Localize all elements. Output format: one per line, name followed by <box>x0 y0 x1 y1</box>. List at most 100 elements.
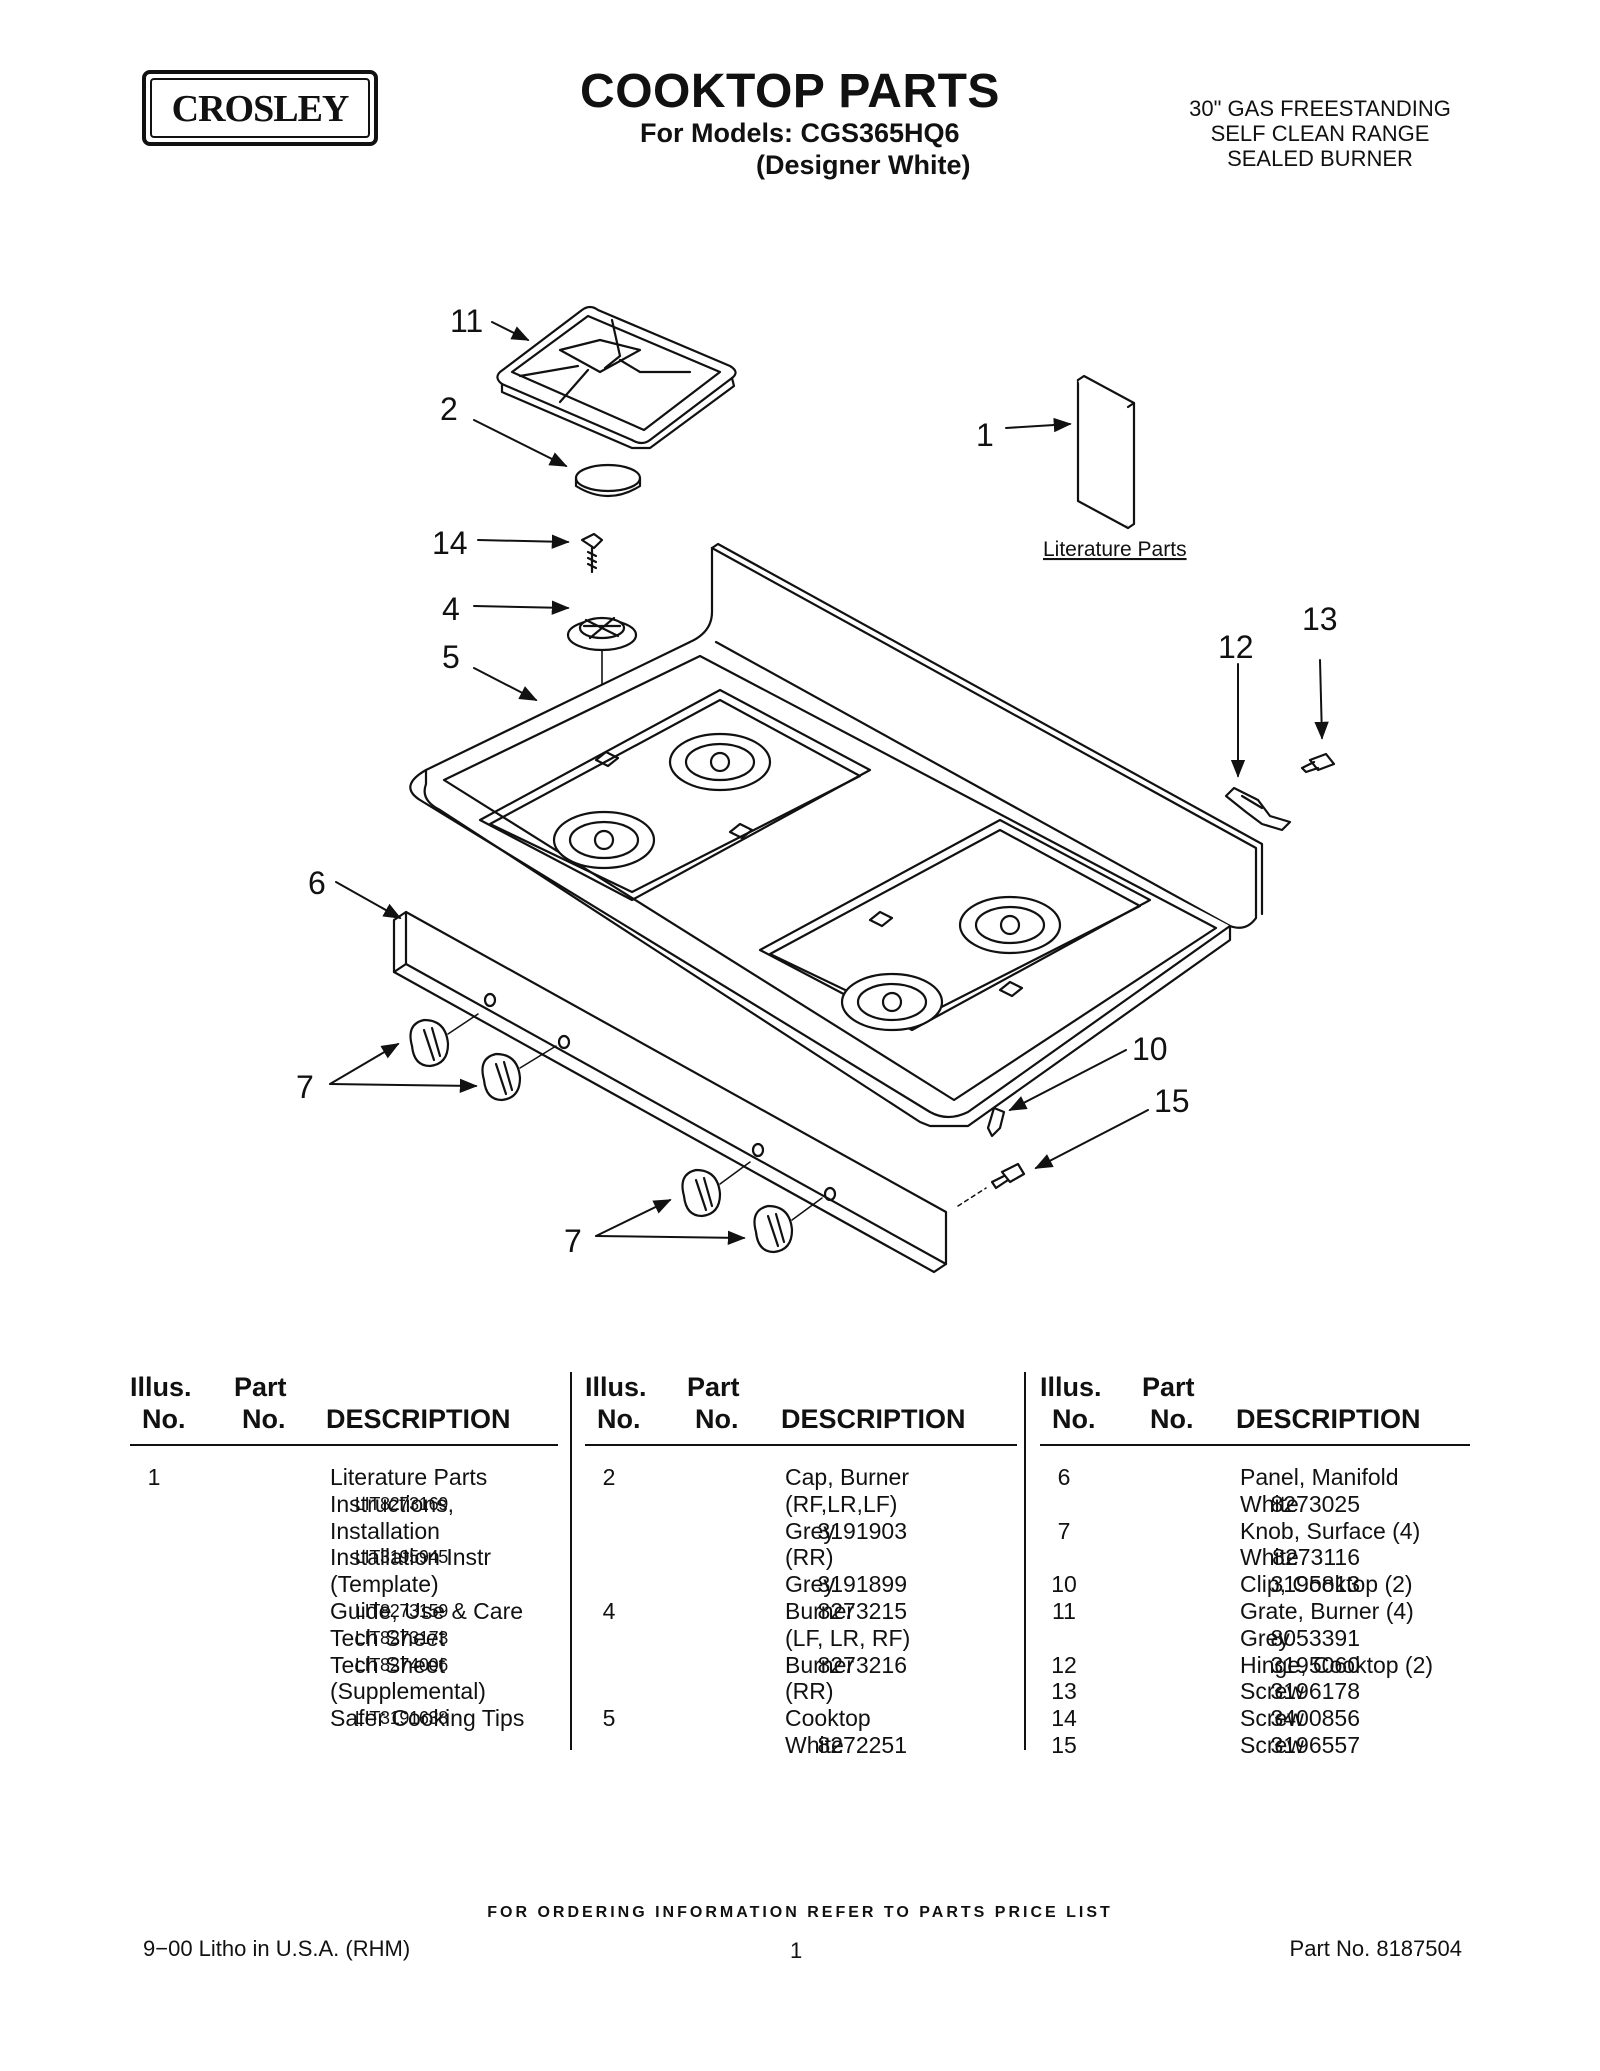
description-cell: Panel, Manifold <box>1240 1464 1399 1490</box>
header-illus: Illus. <box>1040 1372 1102 1402</box>
illus-no-cell: 11 <box>1052 1597 1076 1624</box>
description-cell: (LF, LR, RF) <box>785 1624 911 1651</box>
illus-no-cell: 15 <box>1051 1731 1077 1758</box>
header-part-no: No. <box>1150 1404 1194 1434</box>
part-no-cell: LIT8273159 <box>354 1600 448 1621</box>
table-row: (Supplemental) <box>130 1678 558 1705</box>
header-illus-no: No. <box>597 1404 641 1434</box>
parts-column-2: Illus. No. Part No. DESCRIPTION 2 Cap, Bu… <box>585 1372 1017 1759</box>
part-no-cell: 8273116 <box>1272 1544 1360 1571</box>
part-no-cell: 8273216 <box>817 1651 907 1678</box>
table-header: Illus. No. Part No. DESCRIPTION <box>1040 1372 1470 1446</box>
description-cell: Safer Cooking Tips <box>330 1705 525 1732</box>
part-no-cell: LIT8274006 <box>354 1654 448 1675</box>
callout-15: 15 <box>1154 1083 1190 1119</box>
part-no-cell: LIT8273173 <box>354 1627 448 1648</box>
ordering-note: FOR ORDERING INFORMATION REFER TO PARTS … <box>487 1904 1113 1921</box>
table-row: (RR) <box>585 1544 1017 1571</box>
header-description: DESCRIPTION <box>1236 1404 1421 1434</box>
burner-base-illustration <box>566 616 638 843</box>
callout-7: 7 <box>564 1223 582 1259</box>
description-cell: White <box>1240 1544 1299 1571</box>
part-no-cell: 3191899 <box>817 1571 907 1598</box>
illus-no-cell: 2 <box>602 1464 616 1490</box>
illus-no-cell: 10 <box>1051 1571 1077 1598</box>
part-no-cell: LIT3195945 <box>354 1547 448 1568</box>
column-divider <box>570 1372 572 1750</box>
illus-no-cell: 5 <box>602 1705 616 1732</box>
header-illus: Illus. <box>130 1372 192 1402</box>
part-no-cell: 8273215 <box>817 1597 907 1624</box>
header-part-no: No. <box>695 1404 739 1434</box>
clip-illustration <box>986 1106 1006 1138</box>
header-part: Part <box>234 1372 287 1402</box>
callout-2: 2 <box>440 391 458 427</box>
header-illus-no: No. <box>142 1404 186 1434</box>
description-cell: Grey <box>1240 1624 1290 1651</box>
header-illus-no: No. <box>1052 1404 1096 1434</box>
cooktop-illustration <box>409 542 1264 1128</box>
description-cell: Cap, Burner <box>785 1464 910 1490</box>
description-cell: Grey <box>785 1517 835 1544</box>
description-cell: Knob, Surface (4) <box>1240 1517 1421 1544</box>
part-no-cell: 3191903 <box>817 1517 907 1544</box>
screw-15-illustration <box>957 1162 1026 1207</box>
page-title: COOKTOP PARTS <box>580 65 1000 118</box>
description-cell: Screw <box>1240 1705 1304 1732</box>
column-divider <box>1024 1372 1026 1750</box>
table-row: (Template) <box>130 1571 558 1598</box>
callout-14: 14 <box>432 525 468 561</box>
description-cell: Screw <box>1240 1731 1304 1758</box>
part-no-cell: 8272251 <box>817 1731 907 1758</box>
description-cell: Grate, Burner (4) <box>1240 1597 1414 1624</box>
description-cell: Tech Sheet <box>330 1651 446 1678</box>
header-part-no: No. <box>242 1404 286 1434</box>
description-cell: (Supplemental) <box>330 1678 486 1705</box>
header-part: Part <box>687 1372 740 1402</box>
document-part-number: Part No. 8187504 <box>1289 1936 1462 1961</box>
description-cell: White <box>1240 1490 1299 1517</box>
callout-5: 5 <box>442 639 460 675</box>
callout-6: 6 <box>308 865 326 901</box>
part-no-cell: 3196178 <box>1270 1678 1360 1705</box>
header-part: Part <box>1142 1372 1195 1402</box>
illus-no-cell: 4 <box>602 1597 616 1624</box>
literature-book-illustration <box>1076 374 1136 530</box>
table-header: Illus. No. Part No. DESCRIPTION <box>585 1372 1017 1446</box>
description-cell: Cooktop <box>785 1705 871 1732</box>
callout-10: 10 <box>1132 1031 1168 1067</box>
part-no-cell: LIT8273169 <box>354 1493 448 1514</box>
table-row: (RF,LR,LF) <box>585 1491 1017 1518</box>
illus-no-cell: 14 <box>1051 1705 1077 1732</box>
header-illus: Illus. <box>585 1372 647 1402</box>
leader-arrows <box>329 321 1329 1245</box>
screw-13-illustration <box>1300 752 1336 774</box>
illus-no-cell: 1 <box>147 1464 161 1490</box>
description-cell: Installation <box>330 1517 440 1544</box>
range-line: SEALED BURNER <box>1227 146 1413 171</box>
table-row: 2 Cap, Burner <box>585 1464 1017 1491</box>
callout-7: 7 <box>296 1069 314 1105</box>
callout-11: 11 <box>450 303 483 339</box>
callout-13: 13 <box>1302 601 1338 637</box>
